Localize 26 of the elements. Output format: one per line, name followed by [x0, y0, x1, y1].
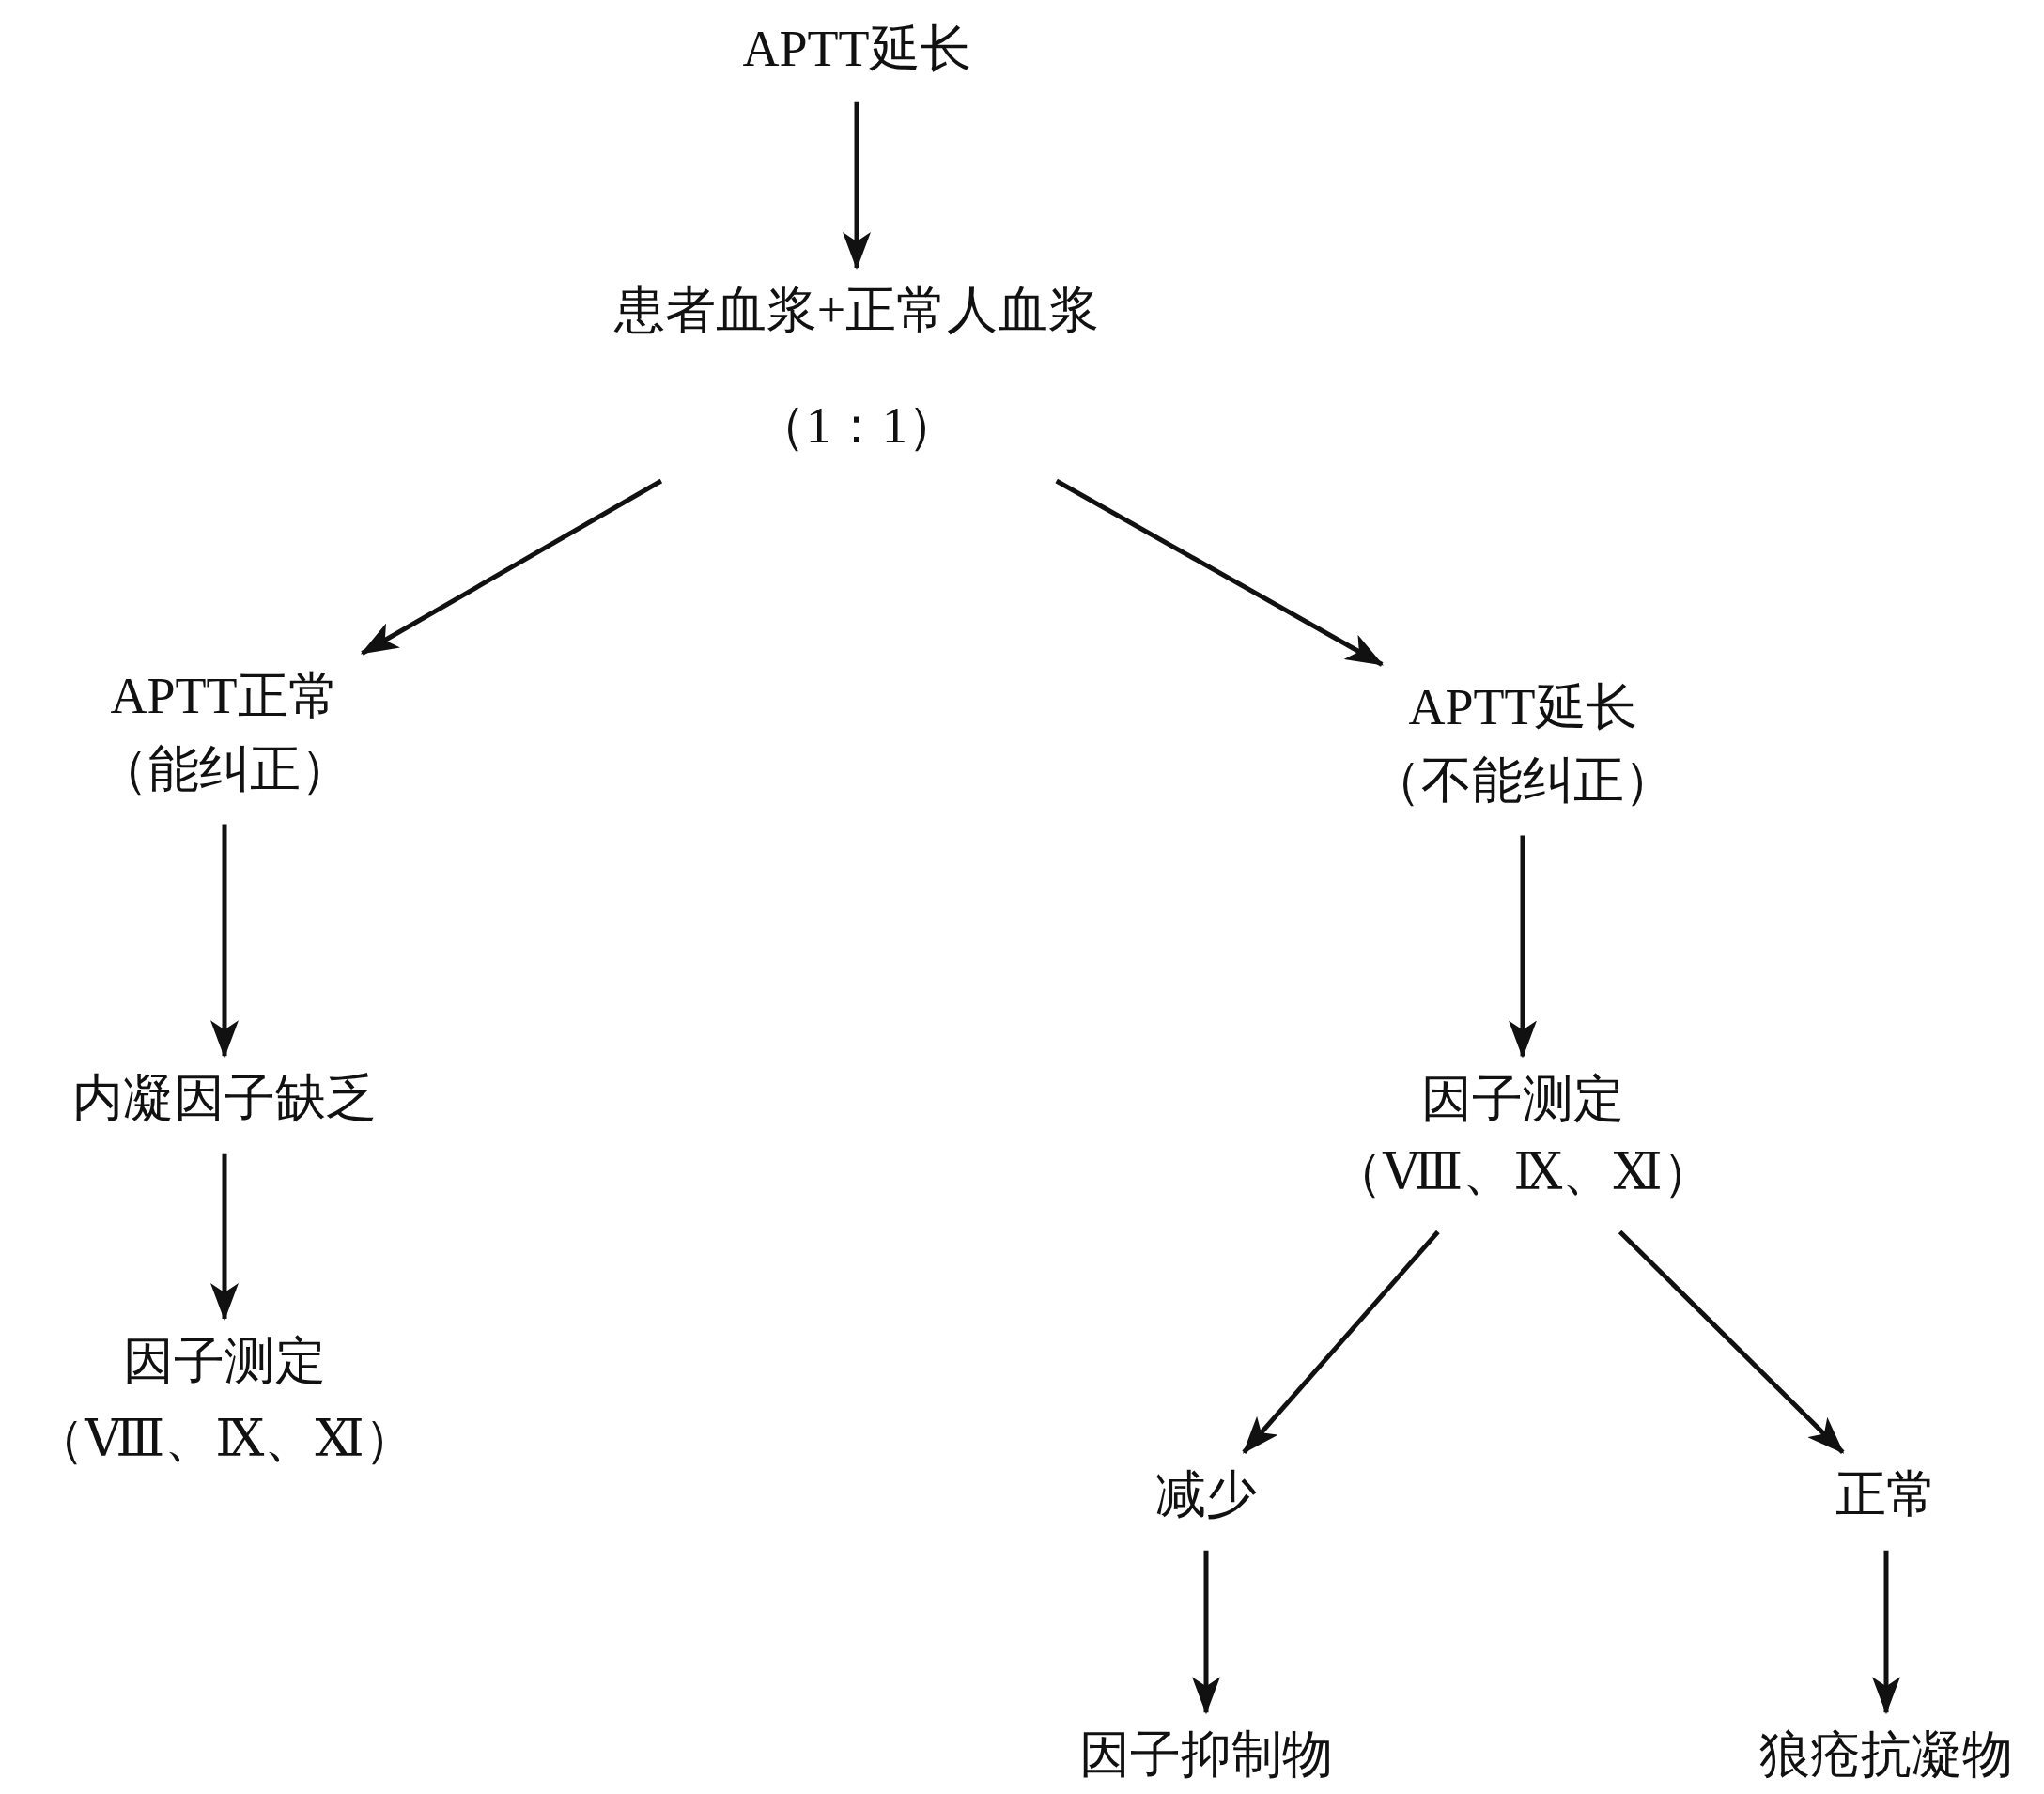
node-text: 内凝因子缺乏	[72, 1069, 377, 1129]
node-text: APTT延长	[742, 20, 971, 80]
node-text: 正常	[1835, 1465, 1937, 1525]
node-text: 因子测定	[1421, 1069, 1624, 1129]
arrow	[360, 478, 663, 656]
node-text: 因子测定	[123, 1332, 326, 1391]
node-text: APTT正常	[110, 666, 339, 726]
arrow	[1242, 1230, 1440, 1454]
node-subtext: （Ⅷ、Ⅸ、Ⅺ）	[1332, 1142, 1713, 1201]
arrow	[1055, 478, 1384, 667]
arrow	[210, 1153, 239, 1321]
node-text: APTT延长	[1408, 677, 1637, 737]
node-subtext: （1：1）	[755, 395, 958, 456]
node-text: 患者血浆+正常人血浆	[613, 281, 1100, 340]
arrow	[1618, 1230, 1845, 1455]
arrow	[210, 824, 239, 1059]
arrow	[1872, 1550, 1900, 1715]
arrow	[1509, 835, 1537, 1059]
node-text: 狼疮抗凝物	[1759, 1725, 2013, 1786]
arrow	[843, 101, 871, 270]
node-subtext: （能纠正）	[98, 739, 351, 798]
node-subtext: （Ⅷ、Ⅸ、Ⅺ）	[34, 1409, 415, 1469]
node-subtext: （不能纠正）	[1370, 750, 1675, 810]
arrow	[1192, 1550, 1220, 1715]
node-text: 因子抑制物	[1079, 1725, 1333, 1786]
node-text: 减少	[1155, 1465, 1257, 1525]
